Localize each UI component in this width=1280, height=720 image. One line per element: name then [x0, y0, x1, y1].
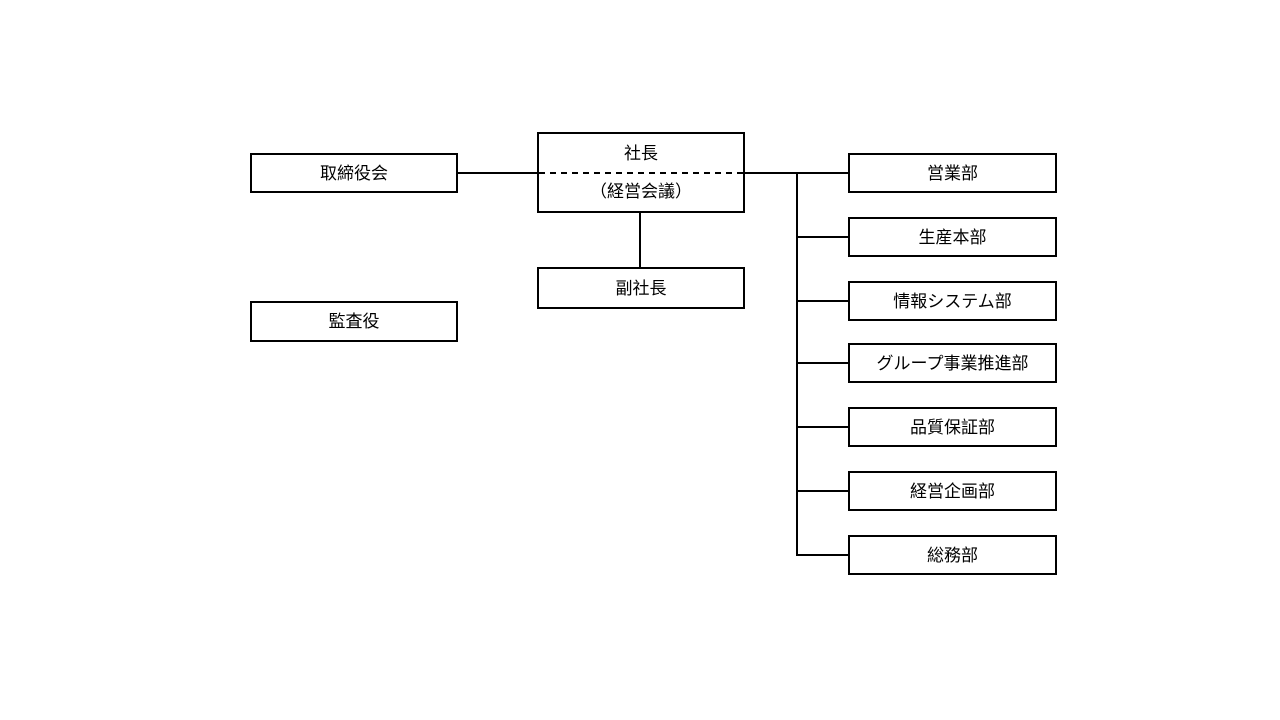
node-president-label: 社長 [624, 143, 658, 163]
connector-president-vice-president [639, 213, 641, 267]
node-production-headquarters: 生産本部 [848, 217, 1057, 257]
node-auditor-label: 監査役 [328, 312, 380, 331]
node-group-business-promotion-department-label: グループ事業推進部 [876, 353, 1029, 373]
node-general-affairs-department-label: 総務部 [927, 545, 978, 565]
node-quality-assurance-department-label: 品質保証部 [910, 417, 995, 437]
node-group-business-promotion-department: グループ事業推進部 [848, 343, 1057, 383]
connector-board-president [458, 172, 537, 174]
connector-branch-production [796, 236, 848, 238]
node-management-council-label: （経営会議） [590, 182, 692, 202]
connector-branch-quality [796, 426, 848, 428]
connector-branch-group-business [796, 362, 848, 364]
node-general-affairs-department: 総務部 [848, 535, 1057, 575]
node-vice-president-label: 副社長 [615, 278, 667, 298]
node-board-of-directors-label: 取締役会 [320, 163, 388, 183]
connector-branch-general-affairs [796, 554, 848, 556]
node-production-headquarters-label: 生産本部 [918, 227, 987, 247]
node-information-systems-department-label: 情報システム部 [893, 291, 1012, 311]
node-president-top-half: 社長 [539, 134, 743, 173]
node-auditor: 監査役 [250, 301, 458, 342]
node-president: 社長 （経営会議） [537, 132, 745, 213]
connector-trunk-vertical [796, 172, 798, 556]
president-dashed-divider [539, 171, 743, 174]
node-quality-assurance-department: 品質保証部 [848, 407, 1057, 447]
node-corporate-planning-department: 経営企画部 [848, 471, 1057, 511]
node-president-bottom-half: （経営会議） [539, 173, 743, 212]
node-board-of-directors: 取締役会 [250, 153, 458, 193]
node-vice-president: 副社長 [537, 267, 745, 309]
node-information-systems-department: 情報システム部 [848, 281, 1057, 321]
node-sales-department: 営業部 [848, 153, 1057, 193]
node-sales-department-label: 営業部 [927, 163, 978, 183]
node-corporate-planning-department-label: 経営企画部 [910, 481, 995, 501]
connector-branch-planning [796, 490, 848, 492]
connector-branch-info-systems [796, 300, 848, 302]
